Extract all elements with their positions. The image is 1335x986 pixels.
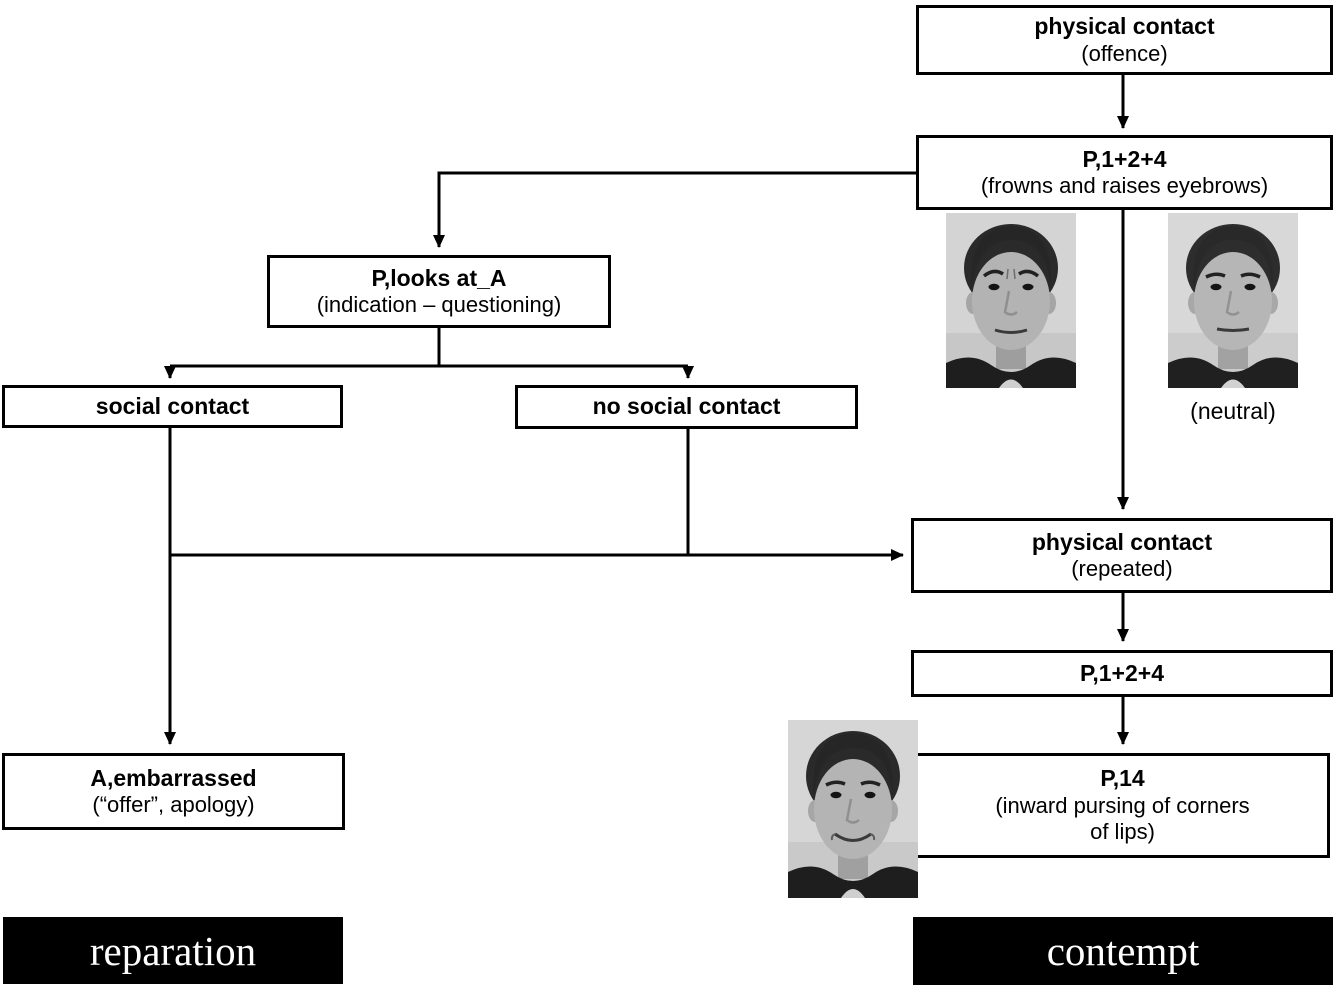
node-title: P,looks at_A [371, 264, 507, 291]
banner-label: contempt [1046, 928, 1200, 974]
node-a-embarrassed: A,embarrassed (“offer”, apology) [2, 753, 345, 830]
node-subtitle: (“offer”, apology) [92, 792, 255, 818]
node-subtitle: of lips) [1090, 819, 1155, 845]
node-title: no social contact [592, 393, 781, 420]
face-photo-smirk [788, 720, 918, 898]
node-title: P,1+2+4 [1079, 659, 1164, 686]
node-subtitle: (repeated) [1071, 556, 1173, 582]
node-physical-contact-repeated: physical contact (repeated) [911, 518, 1333, 593]
node-title: P,14 [1100, 765, 1145, 792]
caption-neutral: (neutral) [1190, 398, 1276, 424]
banner-reparation: reparation [3, 917, 343, 984]
node-title: P,1+2+4 [1082, 145, 1167, 172]
node-p124-top: P,1+2+4 (frowns and raises eyebrows) [916, 135, 1333, 210]
node-subtitle: (offence) [1081, 40, 1168, 66]
connector-p124-to-looks [433, 171, 916, 248]
node-title: social contact [95, 392, 250, 419]
node-p14: P,14 (inward pursing of corners of lips) [915, 753, 1330, 858]
node-subtitle: (frowns and raises eyebrows) [980, 173, 1269, 199]
node-p124-mid: P,1+2+4 [911, 650, 1333, 697]
node-subtitle: (indication – questioning) [316, 292, 562, 318]
face-photo-neutral [1168, 213, 1298, 388]
node-social-contact: social contact [2, 385, 343, 428]
node-physical-contact-offence: physical contact (offence) [916, 5, 1333, 75]
node-looks-at-a: P,looks at_A (indication – questioning) [267, 255, 611, 328]
node-title: physical contact [1034, 13, 1215, 39]
banner-label: reparation [89, 927, 257, 974]
node-no-social-contact: no social contact [515, 385, 858, 429]
face-photo-frown [946, 213, 1076, 388]
node-title: A,embarrassed [90, 764, 257, 791]
node-subtitle: (inward pursing of corners [995, 792, 1250, 818]
banner-contempt: contempt [913, 917, 1333, 985]
node-title: physical contact [1031, 528, 1213, 555]
